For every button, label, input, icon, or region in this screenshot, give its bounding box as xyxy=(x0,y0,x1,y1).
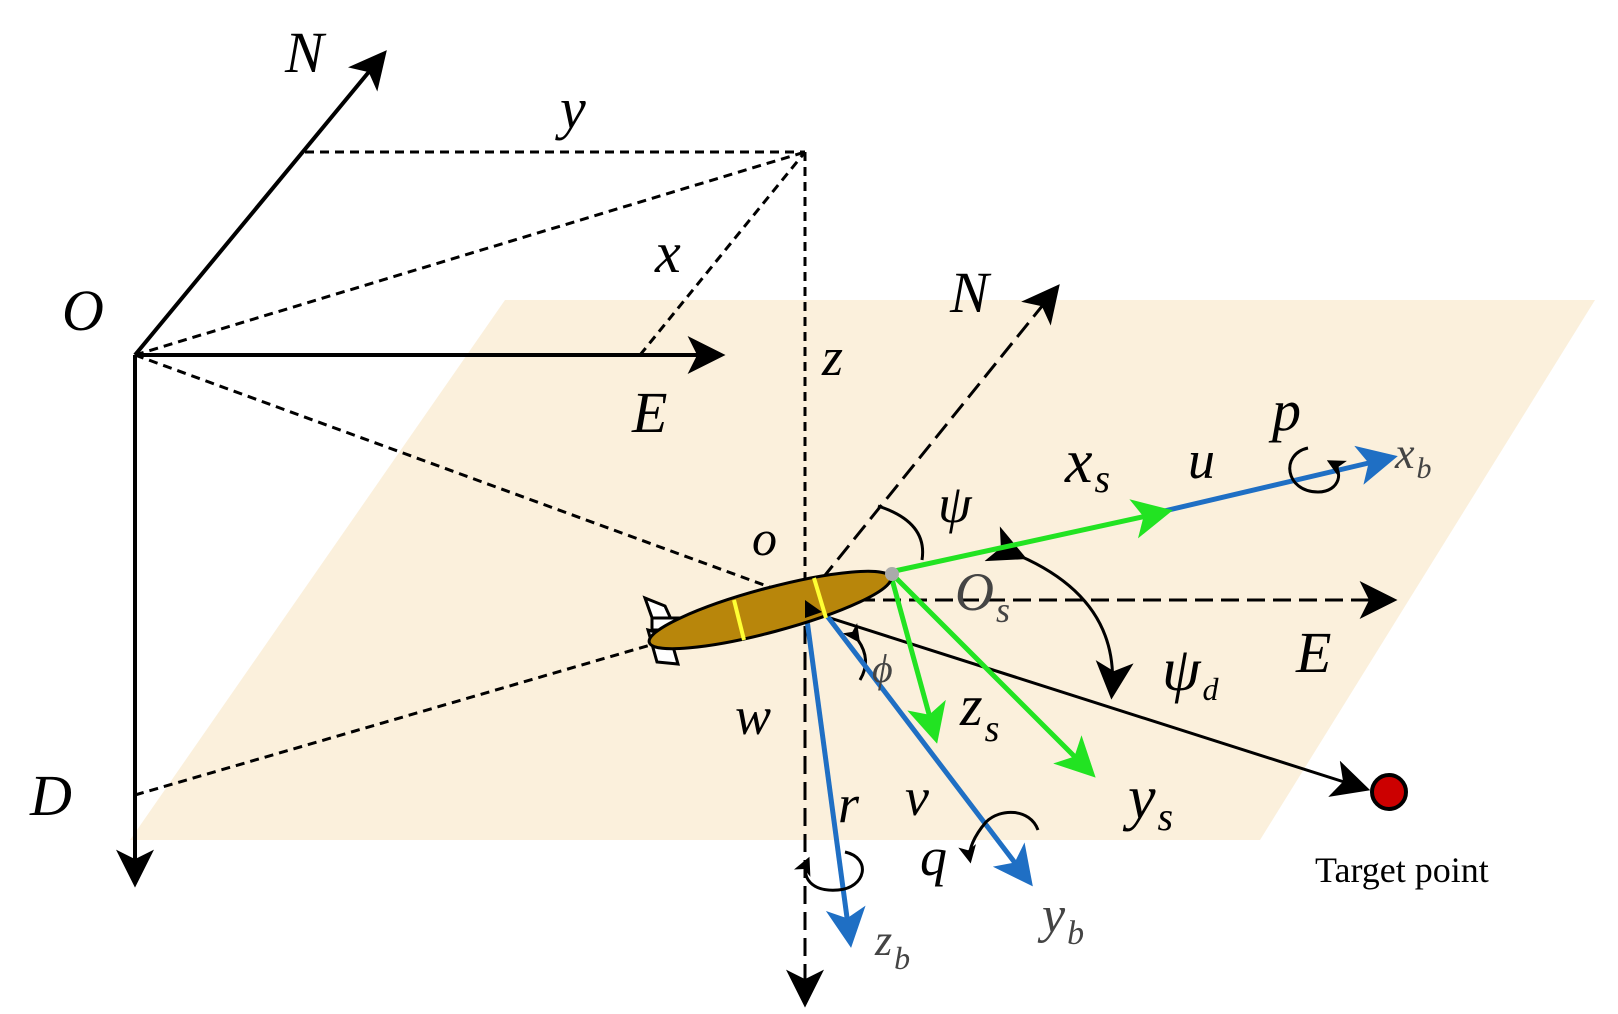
target-point xyxy=(1370,773,1408,811)
ys-axis xyxy=(888,570,1096,778)
local-north-axis xyxy=(803,284,1060,601)
label-y: y xyxy=(555,76,586,141)
label-w: w xyxy=(735,686,771,746)
r-rotation xyxy=(793,850,864,892)
label-p: p xyxy=(1268,378,1301,443)
xb-axis xyxy=(1159,445,1398,515)
label-E-local: E xyxy=(1295,620,1331,685)
xs-axis xyxy=(889,499,1173,575)
label-y-s: ys xyxy=(1122,764,1173,839)
psi-d-arc xyxy=(984,526,1134,700)
zs-axis xyxy=(887,571,946,744)
label-O-s: Os xyxy=(955,562,1010,630)
north-axis xyxy=(133,50,387,357)
p-rotation xyxy=(1288,446,1347,494)
label-O: O xyxy=(62,278,104,343)
target-point-label: Target point xyxy=(1315,850,1489,890)
label-r: r xyxy=(838,774,860,834)
label-z: z xyxy=(821,327,843,387)
psi-arc xyxy=(877,504,925,561)
label-z-s: zs xyxy=(959,673,999,750)
auv-vehicle xyxy=(642,567,899,666)
label-psi: ψ xyxy=(938,474,973,534)
label-N-local: N xyxy=(949,260,992,325)
label-v: v xyxy=(905,767,929,827)
label-psi-d: ψd xyxy=(1162,636,1220,707)
rotation-indicators xyxy=(793,446,1347,892)
label-phi: ϕ xyxy=(872,646,893,691)
label-D: D xyxy=(29,763,72,828)
label-u: u xyxy=(1188,430,1215,490)
global-frame xyxy=(116,50,726,888)
label-N-global: N xyxy=(284,20,327,85)
label-x-s: xs xyxy=(1064,428,1110,501)
label-z-b: zb xyxy=(874,916,910,976)
auv-nose xyxy=(885,567,899,581)
serret-frame xyxy=(887,499,1173,778)
label-o: o xyxy=(752,510,777,566)
label-x: x xyxy=(654,220,681,285)
dashed-construction-lines xyxy=(134,150,807,797)
q-rotation xyxy=(958,810,1040,864)
label-x-b: xb xyxy=(1394,429,1432,485)
label-y-b: yb xyxy=(1037,887,1084,952)
zb-axis xyxy=(802,604,866,948)
angle-arcs xyxy=(842,504,1134,700)
label-q: q xyxy=(920,827,947,887)
phi-arc xyxy=(842,623,867,681)
label-E-global: E xyxy=(631,380,667,445)
